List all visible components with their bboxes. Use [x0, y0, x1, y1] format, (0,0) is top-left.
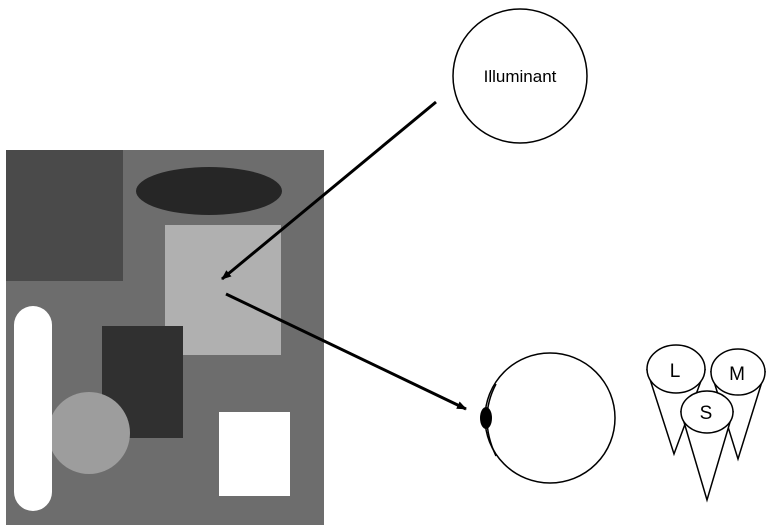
cone-m-label: M [729, 364, 745, 385]
dark-rectangle-top-left [6, 150, 123, 281]
eye [480, 352, 616, 484]
pupil-icon [480, 407, 492, 429]
arrow-scene-to-eye [225, 292, 467, 411]
cone-m-top [710, 348, 766, 396]
illuminant-circle [452, 8, 588, 144]
mondrian-scene [6, 150, 324, 525]
cone-l-top [646, 344, 706, 394]
light-circle [48, 392, 130, 474]
eyeball-icon [484, 352, 616, 484]
cone-s-top [680, 390, 734, 434]
arrow-illuminant-to-scene [221, 100, 437, 281]
dark-ellipse [136, 167, 282, 215]
cone-l-label: L [670, 361, 681, 382]
cone-s-label: S [700, 403, 713, 424]
white-square [219, 412, 290, 496]
illuminant-label: Illuminant [484, 67, 557, 86]
photoreceptor-cones: M L S [645, 344, 767, 503]
illuminant: Illuminant [452, 8, 588, 144]
white-rounded-bar [14, 306, 52, 511]
